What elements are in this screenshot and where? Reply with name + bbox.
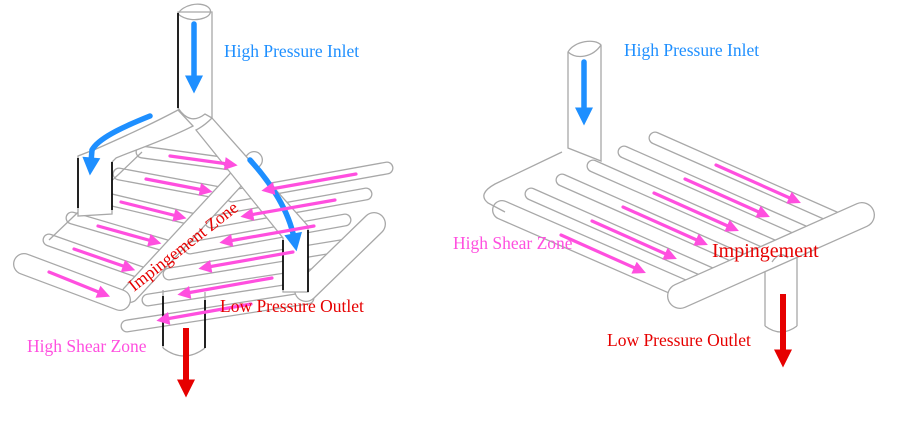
right-low-pressure-outlet-label: Low Pressure Outlet	[607, 330, 751, 350]
left-high-pressure-inlet-label: High Pressure Inlet	[224, 41, 359, 61]
right-chamber: High Pressure Inlet High Shear Zone Impi…	[453, 40, 875, 368]
right-chamber-shear-arrows	[559, 163, 801, 274]
left-low-pressure-outlet-label: Low Pressure Outlet	[220, 296, 364, 316]
left-high-shear-zone-label: High Shear Zone	[27, 336, 147, 356]
right-chamber-tube-array	[483, 131, 852, 302]
left-chamber-shear-arrows-right	[156, 172, 358, 325]
impingement-ridge	[121, 151, 263, 303]
right-impingement-label: Impingement	[712, 240, 819, 262]
left-chamber: High Pressure Inlet Impingement Zone Low…	[13, 3, 394, 398]
right-bottom-manifold	[667, 202, 875, 309]
left-chamber-shear-arrows-left	[47, 154, 238, 298]
right-high-shear-zone-label: High Shear Zone	[453, 233, 573, 253]
right-high-pressure-inlet-label: High Pressure Inlet	[624, 40, 759, 60]
right-side-manifold	[294, 212, 386, 302]
